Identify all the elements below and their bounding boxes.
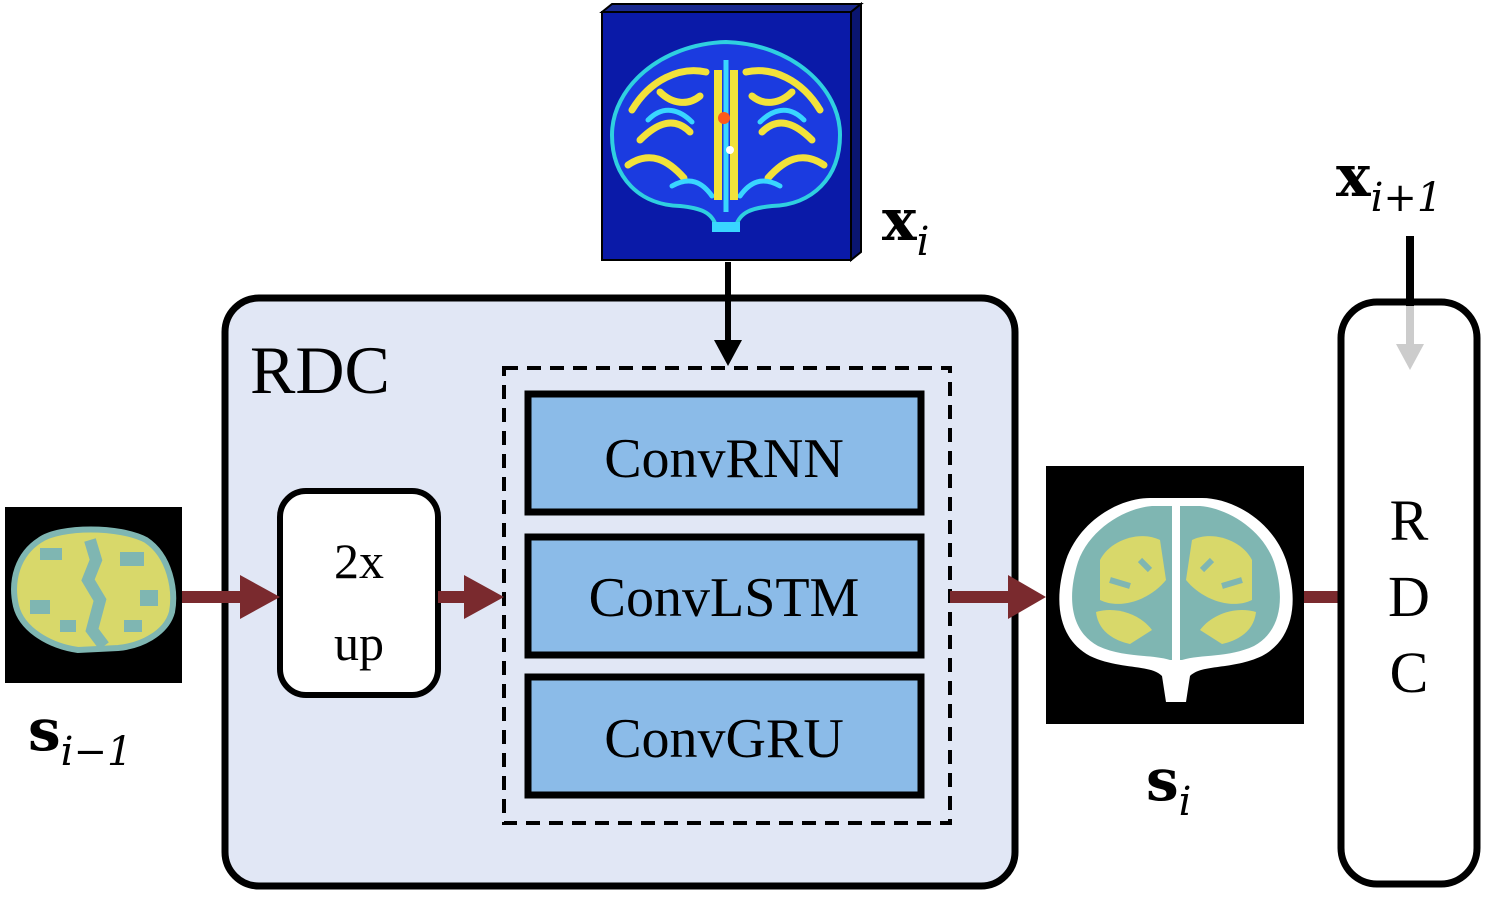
upsample-label-line1: 2x (334, 533, 384, 589)
mri-brain-image (599, 1, 864, 263)
label-x-next: xi+1 (1336, 142, 1442, 221)
arrow-sprev-to-upsample (182, 575, 280, 619)
cell-convrnn (524, 390, 925, 516)
upsample-label-line2: up (334, 615, 384, 671)
cell-convgru (524, 673, 925, 799)
next-rdc-letter-r: R (1390, 488, 1429, 553)
segmentation-current-image (1046, 466, 1304, 724)
segmentation-prev-image (5, 507, 182, 683)
next-rdc-letter-d: D (1388, 564, 1430, 629)
cell-convgru-label: ConvGRU (604, 708, 844, 770)
arrow-xnext-to-next-rdc (1396, 236, 1424, 370)
rdc-panel-title: RDC (250, 332, 390, 408)
label-s-i: si (1146, 746, 1191, 825)
arrow-upsample-to-cells (438, 575, 504, 619)
next-rdc-letter-c: C (1390, 640, 1429, 705)
cell-convlstm (524, 533, 925, 659)
arrow-cells-to-si (950, 575, 1046, 619)
cell-convrnn-label: ConvRNN (604, 428, 844, 490)
label-x-i: xi (882, 186, 929, 265)
arrow-xi-head (714, 340, 742, 366)
cell-convlstm-label: ConvLSTM (589, 567, 860, 629)
label-s-prev: si−1 (28, 696, 132, 775)
